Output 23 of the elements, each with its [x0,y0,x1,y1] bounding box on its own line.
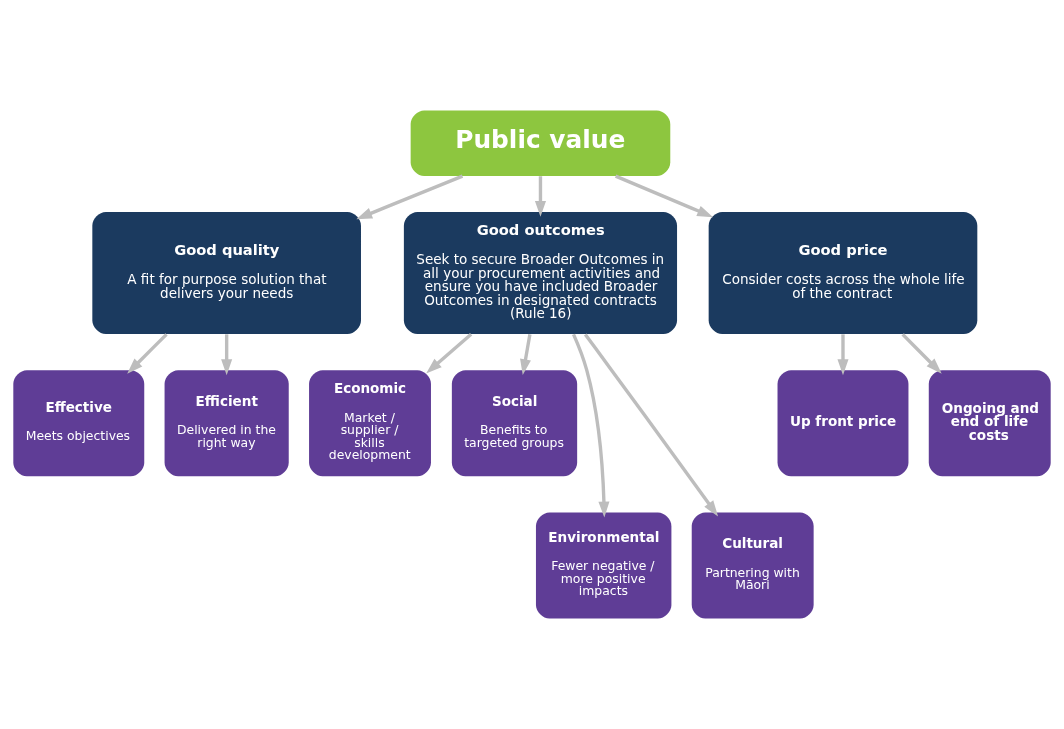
node-box: Good outcomes Seek to secure Broader Outcomes in all your procurement activities and ensure you have included Broader Outcomes in designated contracts (Rule 16) [403,212,678,334]
node-box: Environmental Fewer negative / more positive impacts [535,512,672,619]
node-box: Economic Market / supplier / skills development [309,370,431,477]
arrow [571,333,610,518]
node-box: Good quality A fit for purpose solution that delivers your needs [92,212,361,334]
arrow [901,333,942,374]
node-box: Public value [410,110,671,176]
node-box: Cultural Partnering with Māori [691,512,814,619]
arrow [426,333,473,374]
arrow [520,334,532,376]
node-box: Good price Consider costs across the whole life of the contract [708,212,978,334]
node-box: Social Benefits to targeted groups [451,370,578,477]
arrow [127,333,168,374]
node-box: Efficient Delivered in the right way [164,370,289,477]
arrow [837,334,849,376]
node-box: Up front price [777,370,909,477]
arrow [534,176,546,217]
arrow [221,334,233,376]
node-box: Ongoing and end of life costs [928,370,1051,477]
arrow [583,333,719,517]
node-box: Effective Meets objectives [13,370,145,477]
arrow [614,174,714,218]
arrow [356,174,464,220]
